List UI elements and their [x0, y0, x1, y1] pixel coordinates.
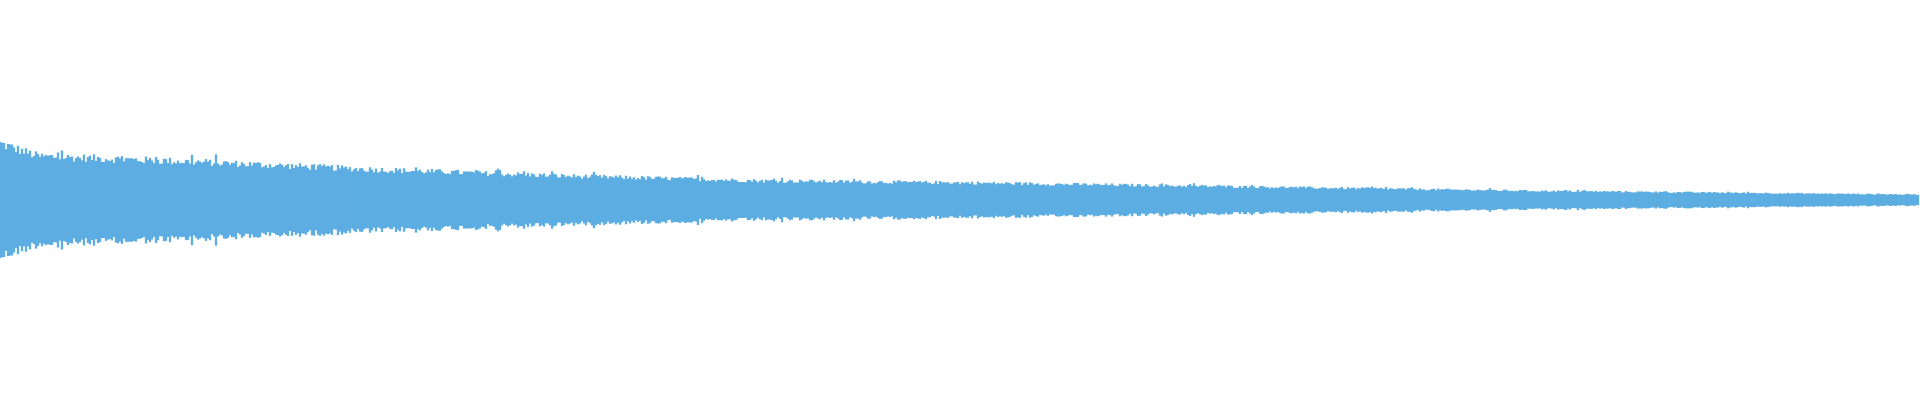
waveform-bars	[0, 141, 1920, 259]
